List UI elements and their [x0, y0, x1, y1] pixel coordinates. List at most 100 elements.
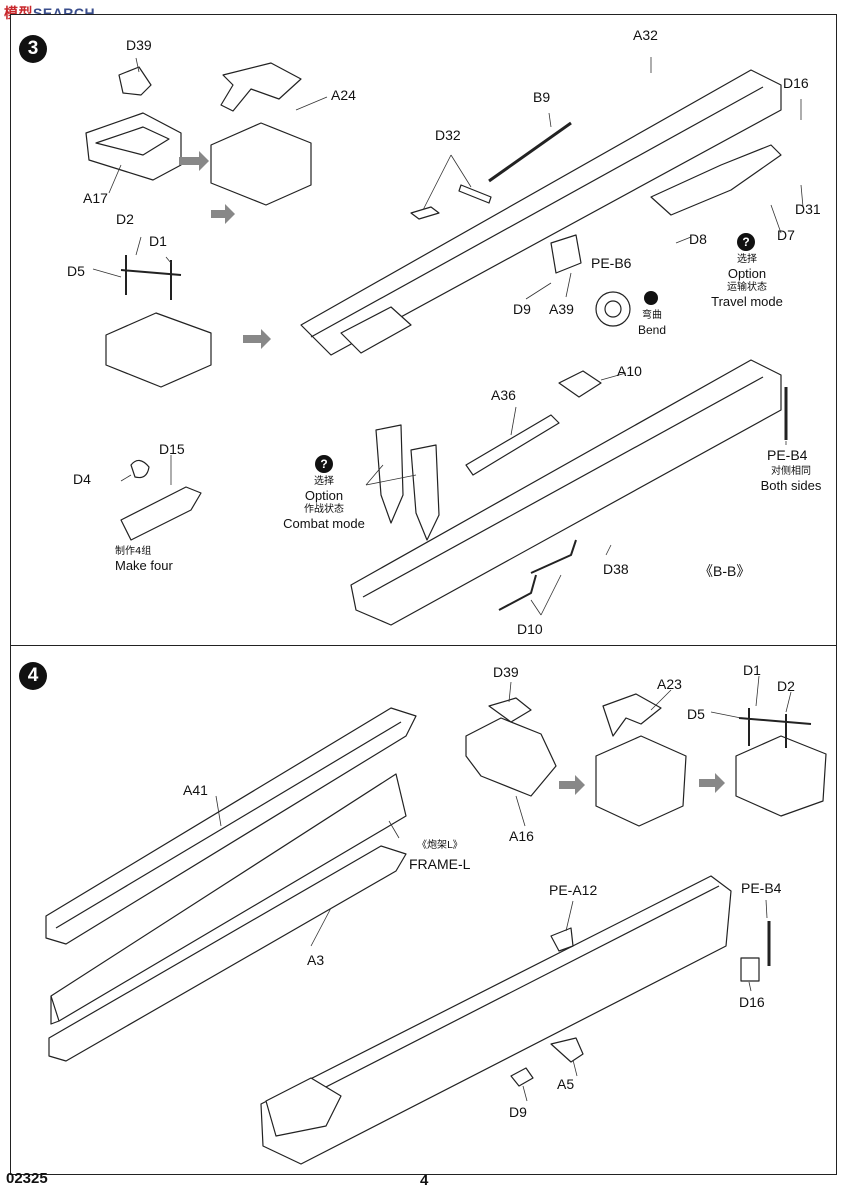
part-d32 [410, 206, 440, 220]
trail-top [300, 69, 782, 356]
part-d32 [458, 184, 492, 204]
part-a23 [602, 693, 662, 737]
step-number-3: 3 [19, 35, 47, 63]
label-d16: D16 [739, 994, 765, 1010]
part-pe-b6 [595, 291, 631, 327]
frame-l [50, 773, 407, 1022]
step-3-drawing [85, 57, 804, 626]
label-a3: A3 [307, 952, 325, 968]
make-four-cn: 制作4组 [115, 546, 152, 557]
part-a5 [550, 1037, 584, 1063]
label-d2: D2 [777, 678, 795, 694]
part-d10 [498, 539, 577, 611]
label-a5: A5 [557, 1076, 575, 1092]
part-a39 [550, 234, 582, 274]
label-d15: D15 [159, 441, 185, 457]
step-3-panel: 3 D39 A24 A17 A32 B9 D16 D32 D31 D2 D1 D… [10, 14, 837, 646]
bend-cn: 弯曲 [642, 310, 662, 321]
combat-en2: Combat mode [283, 516, 365, 531]
label-d1: D1 [149, 233, 167, 249]
part-a41 [45, 707, 417, 945]
label-d16: D16 [783, 75, 809, 91]
page-number: 4 [420, 1172, 429, 1189]
part-a24-assembly [210, 122, 312, 206]
label-a23: A23 [657, 676, 682, 692]
make-four-en: Make four [115, 558, 173, 573]
make-four-note: 制作4组 Make four [115, 545, 195, 573]
both-sides-note: 对侧相同 Both sides [751, 465, 831, 493]
flow-arrow-icon [179, 151, 209, 171]
label-pe-b4: PE-B4 [767, 447, 808, 463]
flow-arrow-icon [243, 329, 271, 349]
label-pe-a12: PE-A12 [549, 882, 598, 898]
part-pe-a12 [550, 927, 574, 952]
step-4-panel: 4 D39 A23 D1 D2 D5 A41 A16 《炮架L》 FRAME-L… [10, 645, 837, 1175]
part-a24 [220, 62, 302, 112]
label-d2: D2 [116, 211, 134, 227]
question-icon: ? [737, 233, 755, 251]
label-a41: A41 [183, 782, 208, 798]
part-a23-assembly [595, 735, 687, 827]
bend-icon [644, 291, 658, 305]
shield-right [410, 444, 440, 541]
bend-en: Bend [637, 323, 667, 337]
label-b9: B9 [533, 89, 551, 105]
part-d-assembly [105, 312, 212, 388]
shield-left [375, 424, 404, 524]
part-d16 [740, 957, 760, 982]
label-a16: A16 [509, 828, 534, 844]
label-a39: A39 [549, 301, 574, 317]
label-d32: D32 [435, 127, 461, 143]
part-d4 [130, 459, 150, 479]
travel-en1: Option [727, 266, 767, 281]
step-4-drawing [45, 675, 827, 1165]
label-a32: A32 [633, 27, 658, 43]
label-a17: A17 [83, 190, 108, 206]
part-b9 [488, 121, 572, 183]
label-frame-en: FRAME-L [409, 856, 471, 872]
shield-plate [650, 144, 782, 216]
label-d9: D9 [513, 301, 531, 317]
combat-en1: Option [304, 488, 344, 503]
label-d4: D4 [73, 471, 91, 487]
label-d39: D39 [126, 37, 152, 53]
flow-arrow-icon [699, 773, 725, 793]
label-d1: D1 [743, 662, 761, 678]
trail-bottom [260, 875, 732, 1165]
travel-en2: Travel mode [711, 294, 783, 309]
part-a3 [48, 845, 407, 1062]
label-d8: D8 [689, 231, 707, 247]
part-d39-assembly [465, 717, 557, 797]
bend-note: 弯曲 Bend [635, 309, 669, 338]
part-d15 [120, 486, 202, 541]
part-a17 [85, 112, 182, 181]
label-d38: D38 [603, 561, 629, 577]
travel-mode-note: 选择 Option 运输状态 Travel mode [707, 253, 787, 309]
both-sides-cn: 对侧相同 [771, 466, 811, 477]
both-sides-en: Both sides [760, 478, 822, 493]
label-a24: A24 [331, 87, 356, 103]
part-d39 [488, 697, 532, 723]
label-frame-cn: 《炮架L》 [417, 840, 463, 851]
flow-arrow-icon [559, 775, 585, 795]
label-d31: D31 [795, 201, 821, 217]
flow-arrow-icon [211, 204, 235, 224]
part-d9 [510, 1067, 534, 1087]
part-d39 [118, 66, 152, 96]
label-d39: D39 [493, 664, 519, 680]
part-d-assembly [735, 735, 827, 817]
label-a10: A10 [617, 363, 642, 379]
product-code: 02325 [6, 1170, 48, 1187]
label-d9: D9 [509, 1104, 527, 1120]
label-d10: D10 [517, 621, 543, 637]
combat-cn2: 作战状态 [304, 504, 344, 515]
step-number-4: 4 [19, 662, 47, 690]
label-pe-b6: PE-B6 [591, 255, 632, 271]
combat-mode-note: 选择 Option 作战状态 Combat mode [279, 475, 369, 531]
travel-cn2: 运输状态 [727, 282, 767, 293]
question-icon: ? [315, 455, 333, 473]
label-a36: A36 [491, 387, 516, 403]
part-a10 [558, 370, 602, 398]
combat-cn1: 选择 [314, 476, 334, 487]
label-pe-b4: PE-B4 [741, 880, 782, 896]
